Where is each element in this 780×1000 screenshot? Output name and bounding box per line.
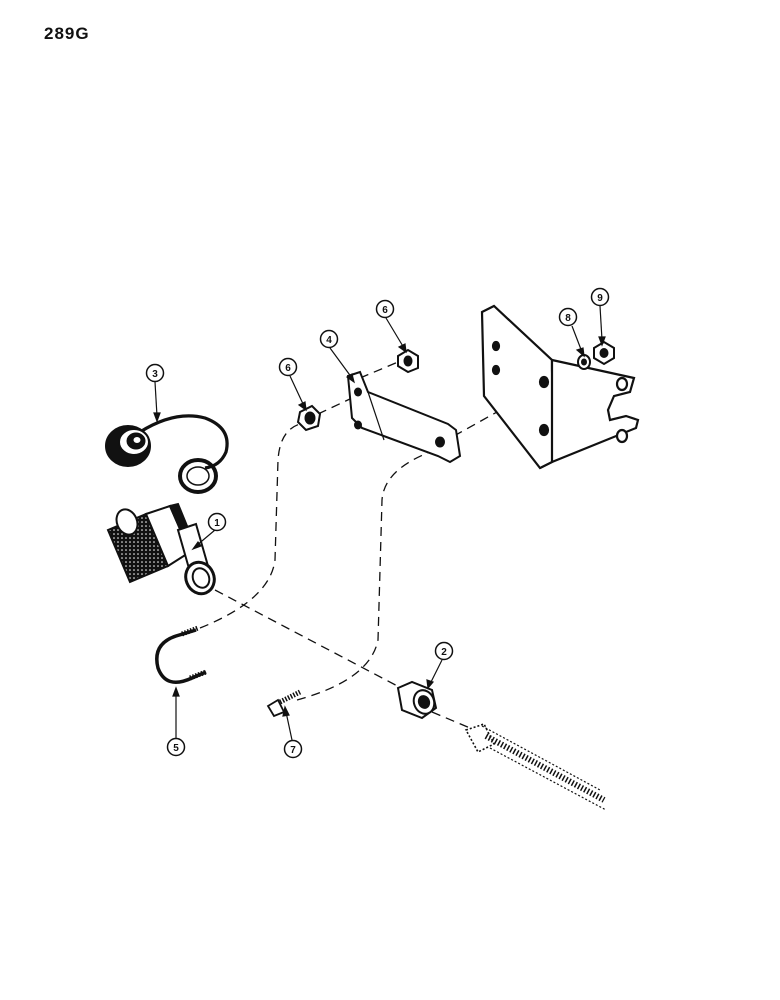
hex-nut-6-right <box>397 348 419 374</box>
callout-3: 3 <box>145 363 165 383</box>
svg-text:9: 9 <box>597 293 603 304</box>
callout-6-right: 6 <box>375 299 395 319</box>
ubolt-path-line <box>199 423 301 629</box>
callout-4: 4 <box>319 329 339 349</box>
callout-6-left: 6 <box>278 357 298 377</box>
mounting-bracket-part <box>480 304 640 470</box>
callout-9: 9 <box>590 287 610 307</box>
small-bracket-part <box>346 370 462 464</box>
capscrew-path-line <box>296 451 431 701</box>
assembly-lines <box>199 361 581 729</box>
leader-lines <box>153 305 606 741</box>
threaded-stud-part <box>464 723 607 811</box>
hex-nut-6-left <box>296 404 322 432</box>
svg-text:1: 1 <box>214 518 220 529</box>
svg-text:4: 4 <box>326 335 332 346</box>
callout-1: 1 <box>207 512 227 532</box>
callouts: 1 2 3 4 5 6 6 <box>145 287 610 759</box>
axis-line-coupler <box>214 589 406 691</box>
nut-to-bracket-line <box>317 397 353 415</box>
svg-text:2: 2 <box>441 647 447 658</box>
svg-text:3: 3 <box>152 369 158 380</box>
lock-washer-part <box>577 354 591 370</box>
u-bolt-part <box>155 625 207 684</box>
svg-text:7: 7 <box>290 745 296 756</box>
svg-text:5: 5 <box>173 743 179 754</box>
svg-text:6: 6 <box>382 305 388 316</box>
nut-9-part <box>593 340 615 366</box>
callout-5: 5 <box>166 737 186 757</box>
callout-2: 2 <box>434 641 454 661</box>
axis-line-stud <box>431 711 471 729</box>
page-number: 289G <box>44 24 90 43</box>
bracket-to-nut6-line <box>359 361 399 379</box>
svg-text:8: 8 <box>565 313 571 324</box>
callout-8: 8 <box>558 307 578 327</box>
hex-nut-part <box>396 680 438 720</box>
svg-text:6: 6 <box>285 363 291 374</box>
dust-cap-part <box>105 414 229 494</box>
callout-7: 7 <box>283 739 303 759</box>
quick-coupler-part <box>106 502 216 596</box>
